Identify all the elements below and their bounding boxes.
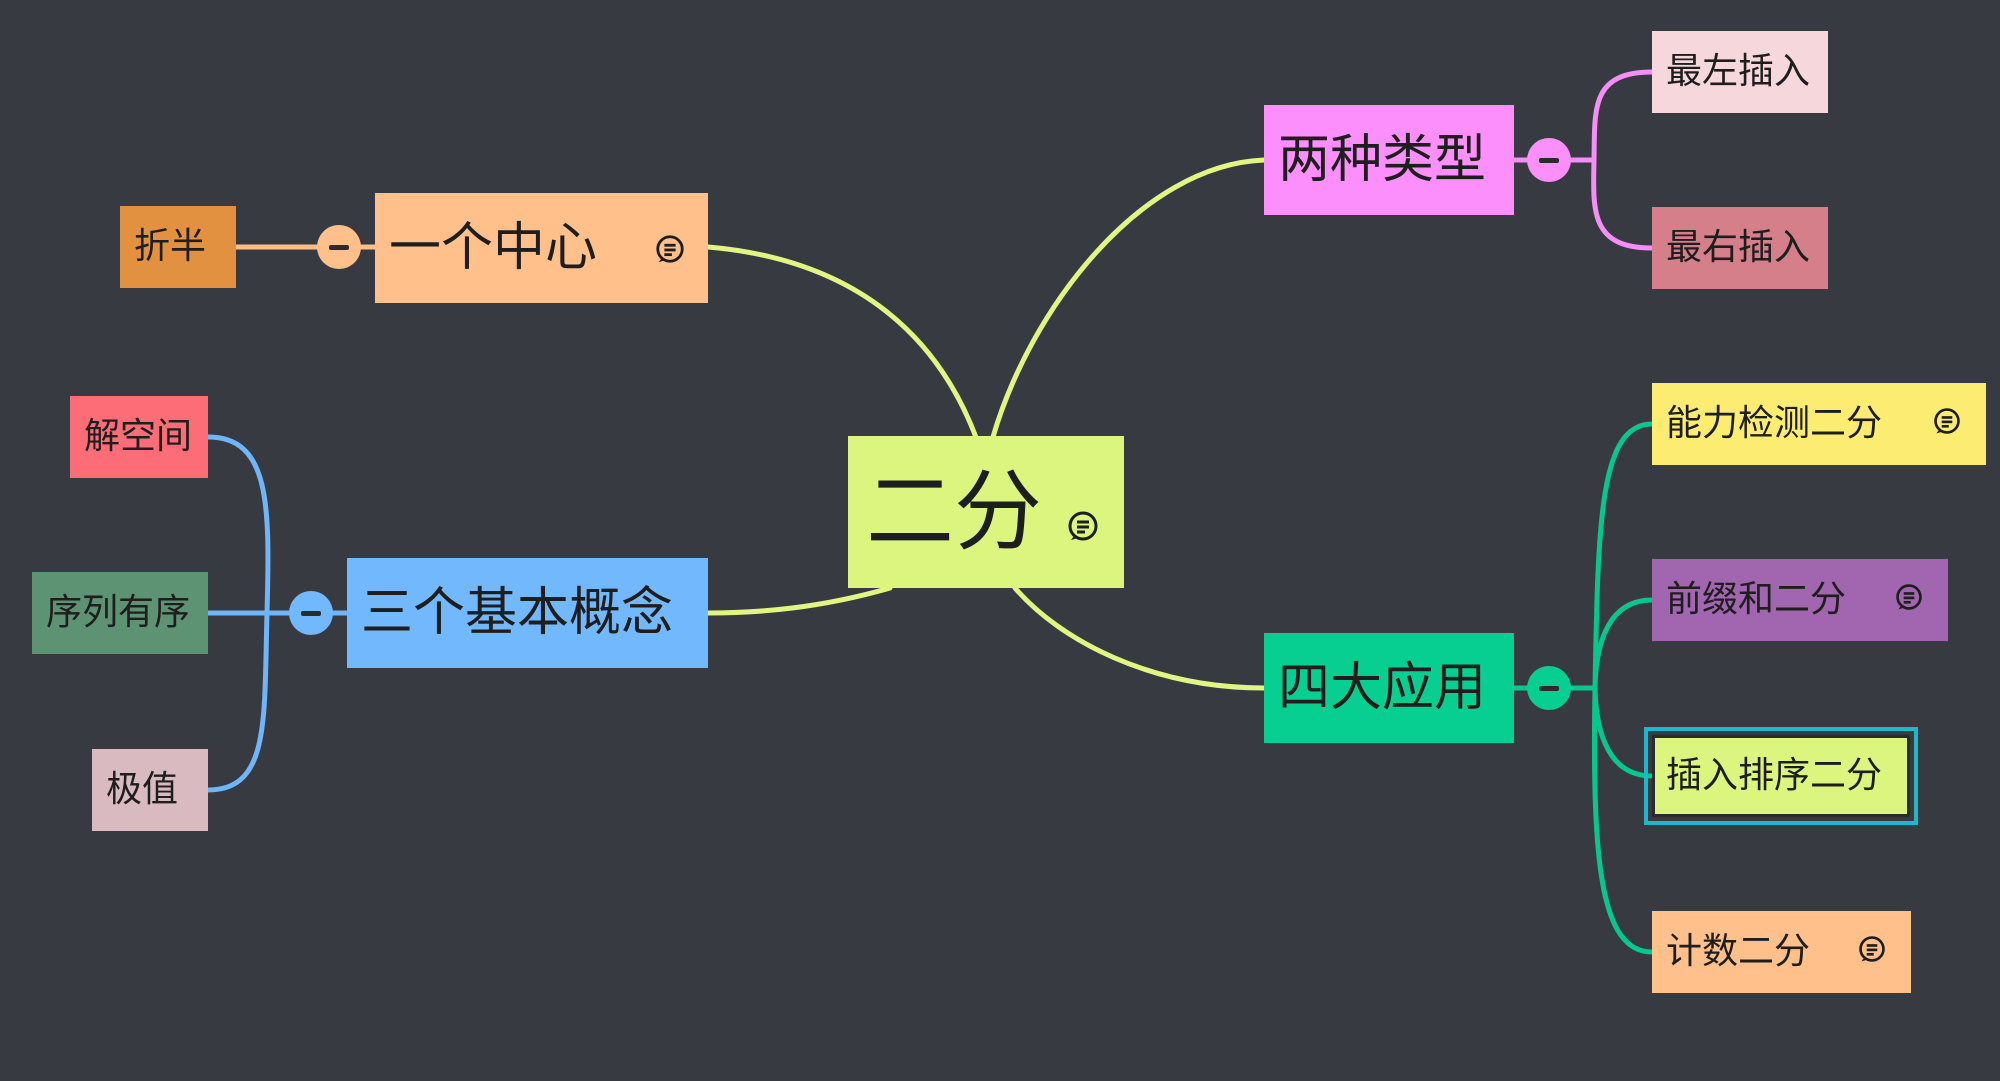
leaf-label: 解空间 — [84, 416, 193, 457]
leaf-label: 计数二分 — [1666, 931, 1811, 972]
connector-root-concepts — [705, 585, 893, 616]
leaf-label: 最左插入 — [1666, 51, 1811, 92]
note-icon[interactable] — [1932, 404, 1962, 445]
branch-apps-label: 四大应用 — [1278, 658, 1487, 718]
minus-icon — [301, 610, 321, 616]
leaf-concepts-1[interactable]: 解空间 — [70, 396, 208, 478]
branch-apps[interactable]: 四大应用 — [1264, 633, 1514, 743]
minus-icon — [1539, 685, 1559, 691]
collapse-toggle-types[interactable] — [1527, 138, 1571, 182]
leaf-apps-1[interactable]: 能力检测二分 — [1652, 383, 1986, 465]
connector-root-apps — [1012, 585, 1267, 691]
leaf-label: 插入排序二分 — [1666, 755, 1883, 796]
branch-types-label: 两种类型 — [1278, 130, 1487, 190]
branch-types[interactable]: 两种类型 — [1264, 105, 1514, 215]
root-node[interactable]: 二分 — [848, 436, 1124, 588]
minus-icon — [1539, 157, 1559, 163]
branch-center[interactable]: 一个中心 — [375, 193, 708, 303]
leaf-apps-3-selected[interactable]: 插入排序二分 — [1644, 727, 1918, 825]
collapse-toggle-concepts[interactable] — [289, 591, 333, 635]
leaf-label: 前缀和二分 — [1666, 579, 1847, 620]
collapse-toggle-center[interactable] — [317, 225, 361, 269]
leaf-label: 折半 — [134, 226, 207, 267]
branch-concepts-label: 三个基本概念 — [361, 583, 674, 643]
leaf-types-1[interactable]: 最左插入 — [1652, 31, 1828, 113]
connector-root-center — [705, 244, 980, 443]
connector-apps-children — [1511, 421, 1655, 955]
collapse-toggle-apps[interactable] — [1527, 666, 1571, 710]
minus-icon — [329, 244, 349, 250]
branch-center-label: 一个中心 — [389, 218, 598, 278]
leaf-label: 最右插入 — [1666, 227, 1811, 268]
leaf-label: 序列有序 — [46, 592, 191, 633]
leaf-apps-4[interactable]: 计数二分 — [1652, 911, 1911, 993]
connector-root-types — [990, 157, 1267, 440]
leaf-concepts-2[interactable]: 序列有序 — [32, 572, 208, 654]
branch-concepts[interactable]: 三个基本概念 — [347, 558, 708, 668]
note-icon[interactable] — [1894, 580, 1924, 621]
note-icon[interactable] — [1857, 932, 1887, 973]
root-label: 二分 — [866, 460, 1043, 563]
leaf-apps-2[interactable]: 前缀和二分 — [1652, 559, 1948, 641]
leaf-types-2[interactable]: 最右插入 — [1652, 207, 1828, 289]
leaf-concepts-3[interactable]: 极值 — [92, 749, 208, 831]
leaf-center-1[interactable]: 折半 — [120, 206, 236, 288]
note-icon[interactable] — [1066, 461, 1100, 564]
leaf-label: 能力检测二分 — [1666, 403, 1883, 444]
note-icon[interactable] — [654, 218, 686, 278]
leaf-label: 极值 — [106, 769, 179, 810]
